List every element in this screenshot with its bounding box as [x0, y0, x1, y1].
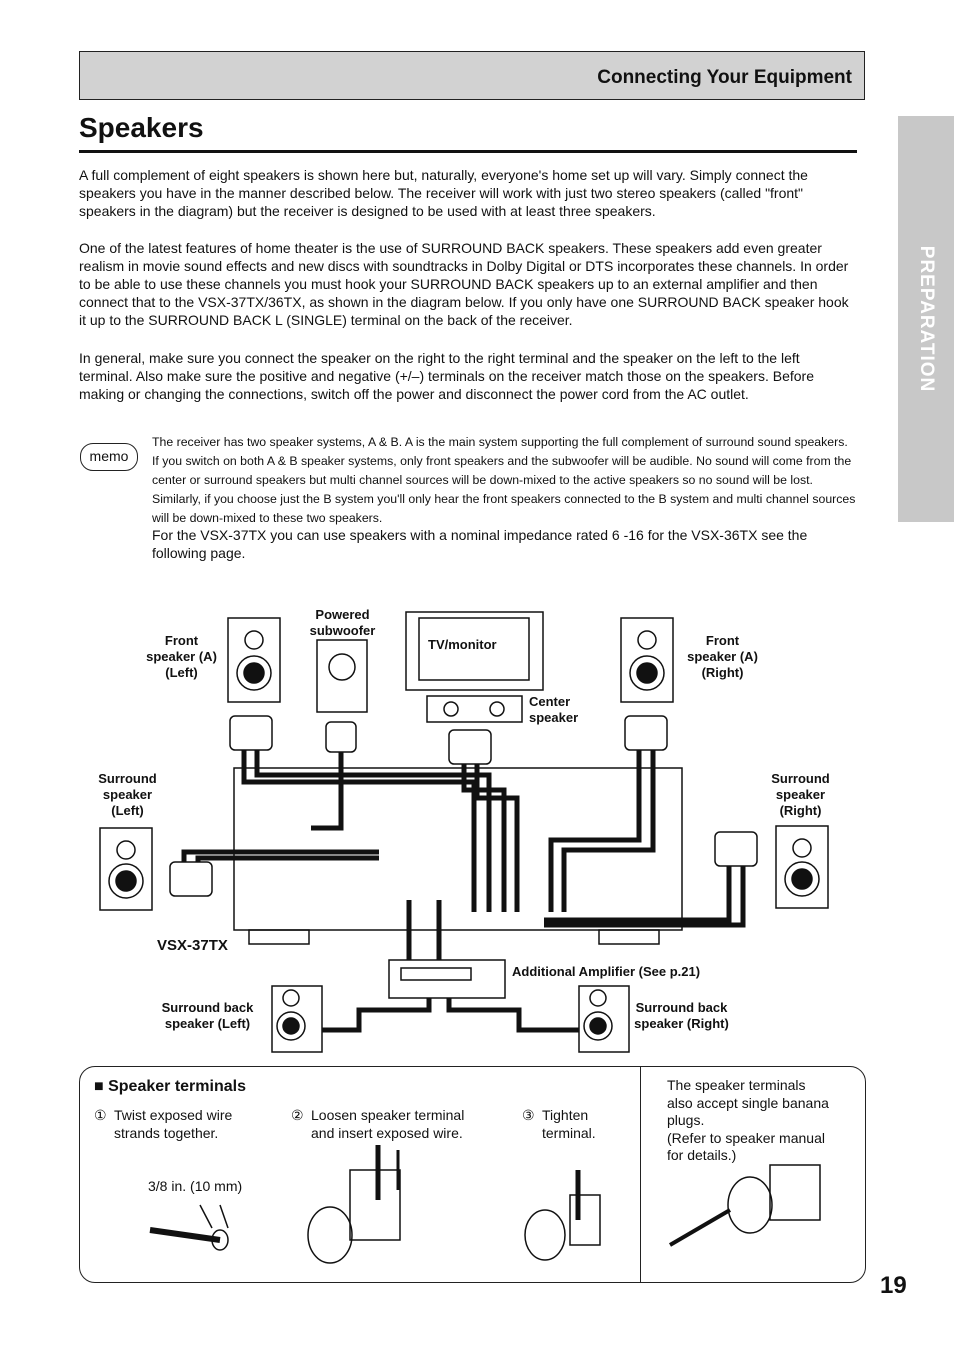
title-rule — [79, 150, 857, 153]
page-number: 19 — [880, 1272, 907, 1299]
memo-icon: memo — [80, 443, 138, 471]
diagram-drawing — [99, 611, 829, 1053]
speaker-cables — [181, 750, 746, 1033]
terminals-divider — [640, 1066, 641, 1282]
tv-shape — [405, 611, 544, 691]
tv-label: TV/monitor — [428, 637, 497, 652]
memo-impedance-note: For the VSX-37TX you can use speakers wi… — [152, 527, 808, 561]
center-speaker-shape — [426, 695, 523, 723]
paragraph-1: A full complement of eight speakers is s… — [79, 167, 808, 219]
section-header: Connecting Your Equipment — [79, 51, 865, 100]
terminal-illustrations — [149, 1145, 821, 1264]
model-label: VSX-37TX — [157, 937, 228, 954]
surround-back-left-shape — [271, 985, 323, 1053]
side-tab-label: PREPARATION — [916, 245, 937, 393]
terminals-title: ■ Speaker terminals — [94, 1078, 246, 1095]
section-title: Connecting Your Equipment — [597, 67, 852, 88]
receiver-shape — [233, 767, 683, 931]
side-tab: PREPARATION — [898, 116, 954, 522]
surround-left-speaker-shape — [99, 827, 153, 911]
surround-right-speaker-shape — [775, 825, 829, 909]
amplifier-shape — [388, 959, 506, 999]
amplifier-label: Additional Amplifier (See p.21) — [512, 964, 701, 979]
memo-text: The receiver has two speaker systems, A … — [152, 435, 856, 525]
strip-length-label: 3/8 in. (10 mm) — [148, 1178, 243, 1194]
surround-back-right-shape — [578, 985, 630, 1053]
page-title: Speakers — [79, 112, 204, 143]
square-bullet-icon: ■ — [94, 1078, 109, 1095]
front-right-speaker-shape — [620, 617, 674, 703]
speaker-terminals-box — [79, 1066, 866, 1283]
paragraph-2: One of the latest features of home theat… — [79, 240, 849, 328]
front-left-speaker-shape — [227, 617, 281, 703]
paragraph-3: In general, make sure you connect the sp… — [79, 350, 814, 402]
subwoofer-shape — [316, 639, 368, 713]
